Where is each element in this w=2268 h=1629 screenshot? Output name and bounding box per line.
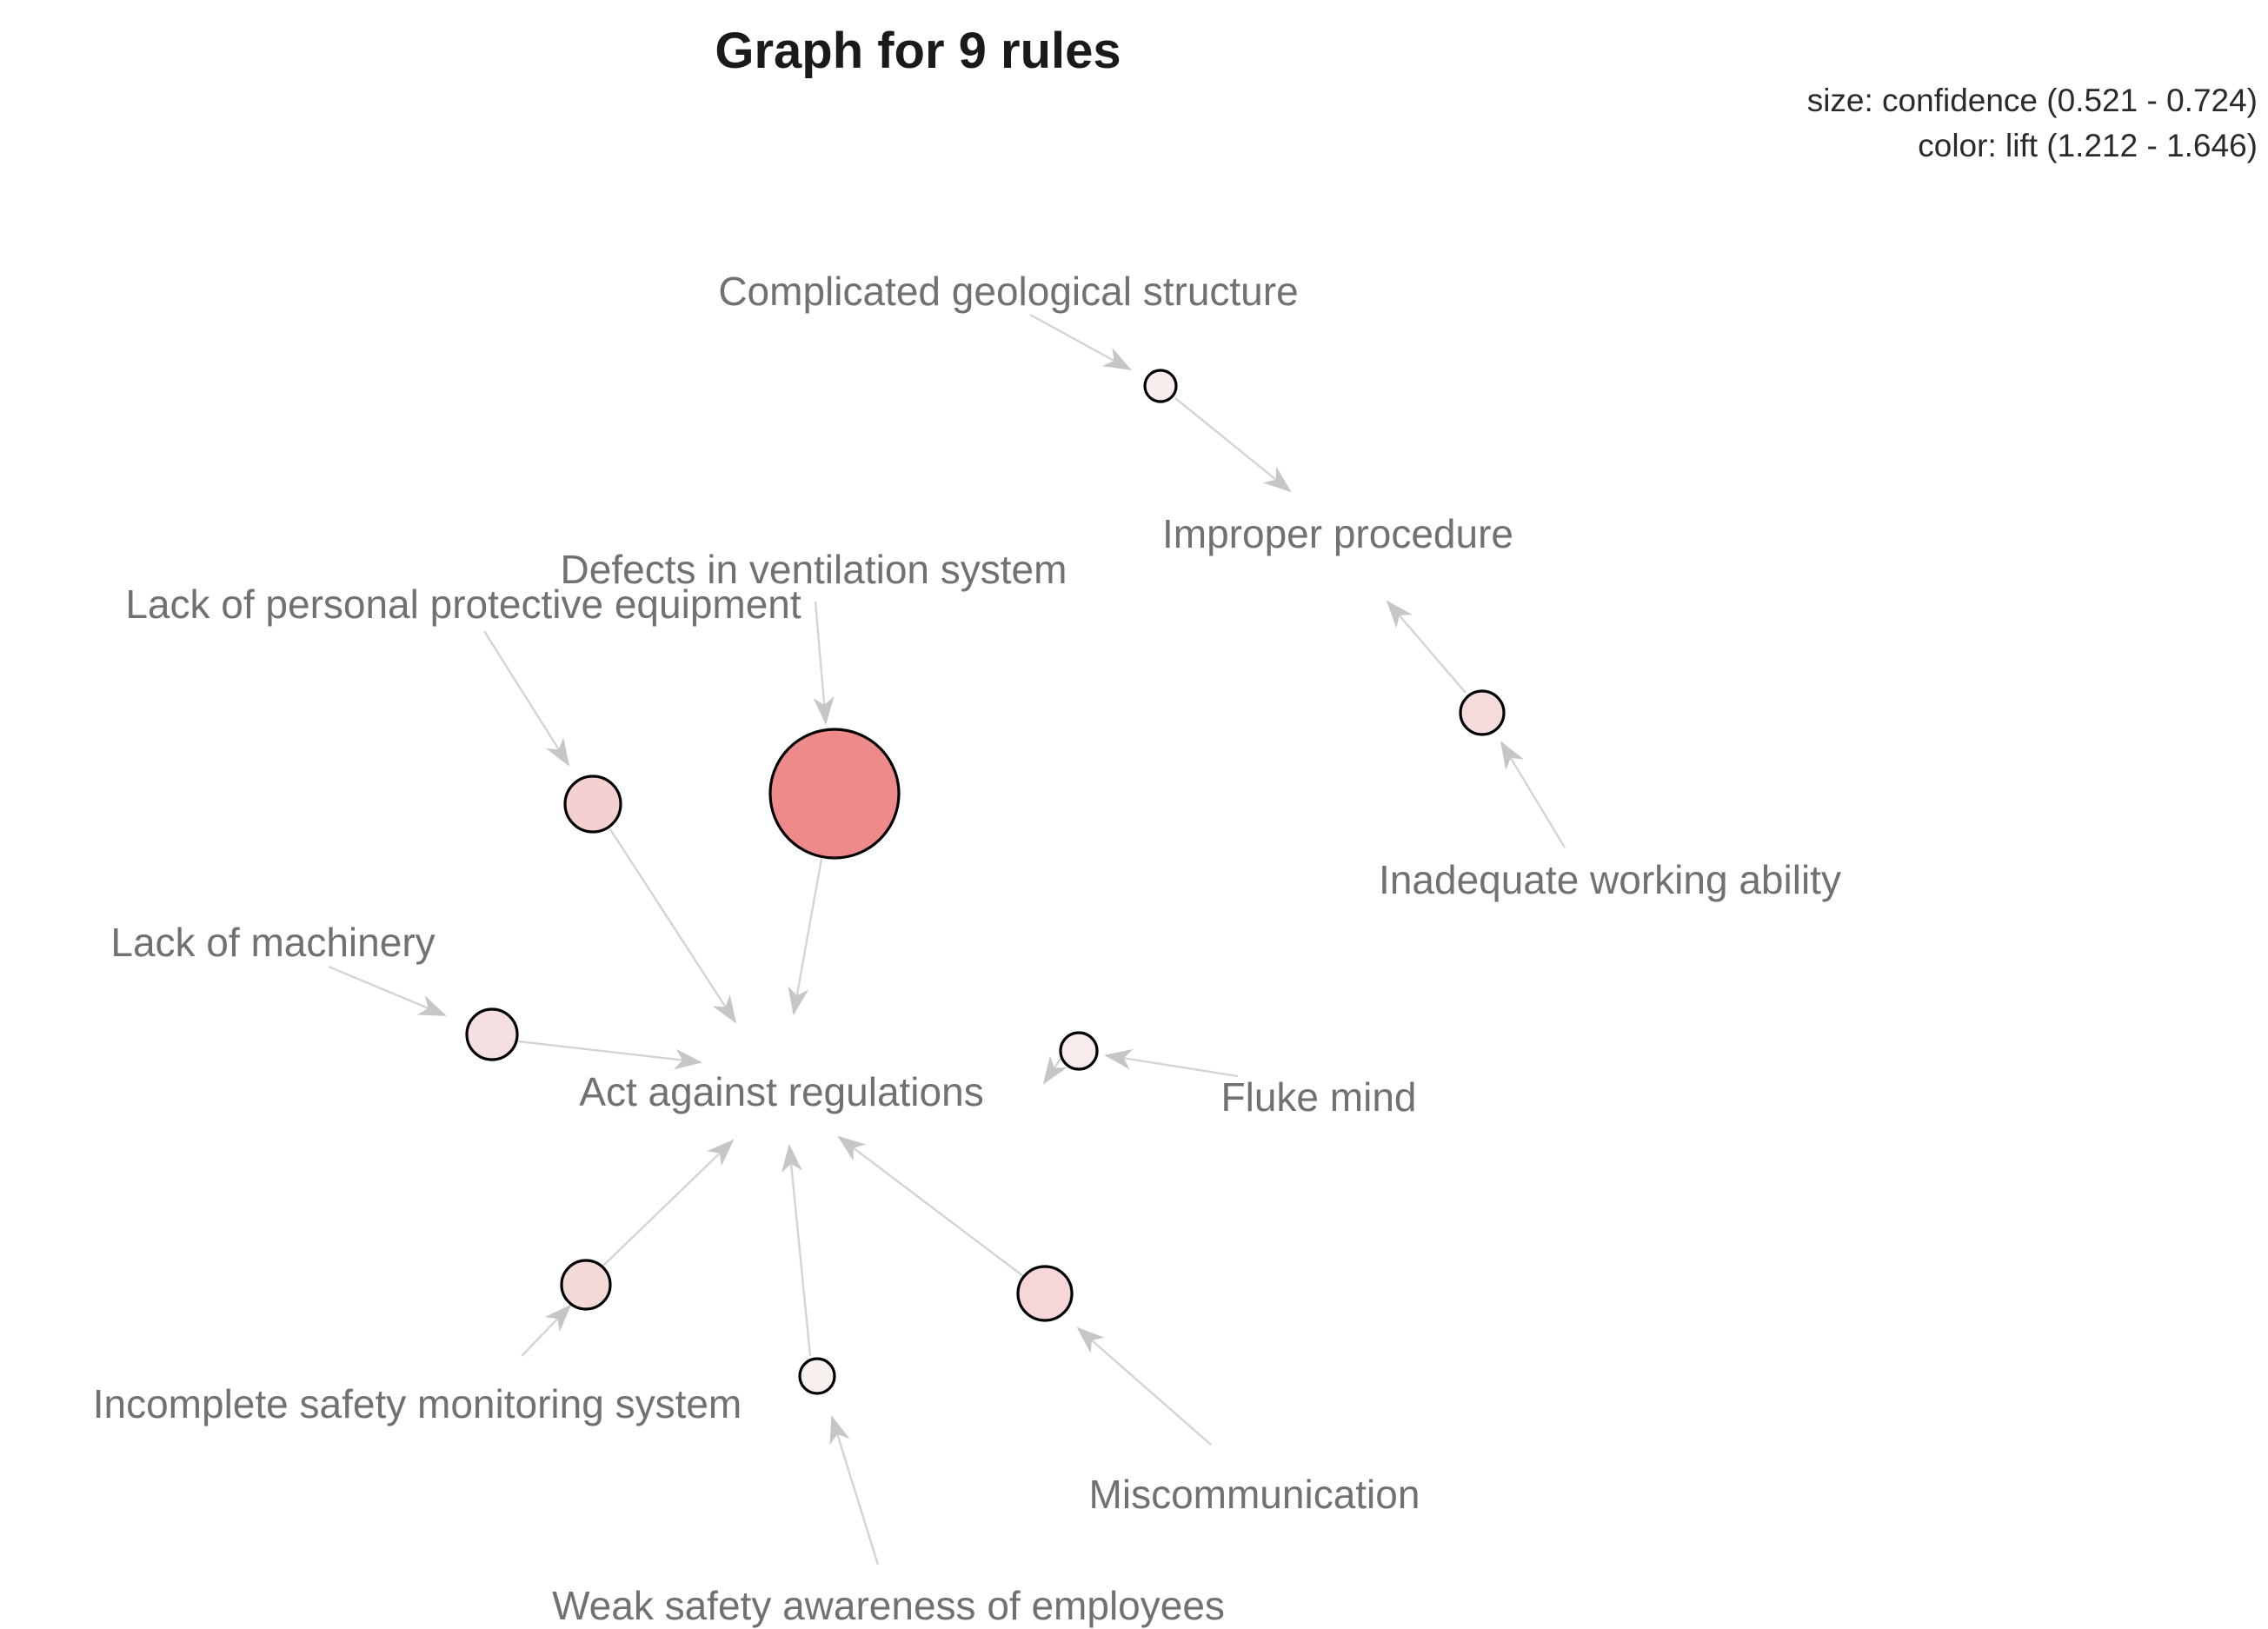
rule-2-edge-in bbox=[1500, 741, 1566, 848]
chart-title: Graph for 9 rules bbox=[715, 23, 1121, 79]
rule-nodes-layer bbox=[465, 369, 1506, 1395]
item-label-incomplete-safety-monitoring-system: Incomplete safety monitoring system bbox=[93, 1381, 742, 1426]
item-label-lack-of-machinery: Lack of machinery bbox=[110, 920, 435, 965]
rule-5-edge-in bbox=[328, 965, 447, 1017]
rule-6-node bbox=[1059, 1031, 1099, 1071]
rule-2-edge-out bbox=[1386, 600, 1467, 694]
rule-8-edge-in bbox=[1076, 1326, 1212, 1446]
rule-1-edge-in bbox=[1029, 313, 1132, 371]
item-label-improper-procedure: Improper procedure bbox=[1162, 511, 1513, 556]
item-label-lack-of-personal-protective-equipment: Lack of personal protective equipment bbox=[125, 582, 801, 627]
edges-layer bbox=[328, 313, 1566, 1566]
item-labels-layer: Complicated geological structureImproper… bbox=[93, 269, 1841, 1628]
rule-6-edge-out bbox=[1042, 1055, 1067, 1085]
rule-7-edge-in bbox=[521, 1304, 572, 1357]
item-label-complicated-geological-structure: Complicated geological structure bbox=[718, 269, 1298, 314]
rule-8-node bbox=[1016, 1265, 1074, 1322]
item-label-weak-safety-awareness-of-employees: Weak safety awareness of employees bbox=[552, 1583, 1225, 1628]
rule-9-edge-out bbox=[781, 1144, 812, 1357]
item-label-inadequate-working-ability: Inadequate working ability bbox=[1379, 857, 1841, 902]
legend-color-line: color: lift (1.212 - 1.646) bbox=[1918, 128, 2258, 163]
rule-9-edge-in bbox=[829, 1415, 880, 1566]
rule-1-node bbox=[1143, 369, 1178, 403]
rule-9-node bbox=[798, 1357, 836, 1395]
rule-4-edge-out bbox=[609, 828, 737, 1024]
rule-7-node bbox=[560, 1259, 612, 1311]
rule-2-node bbox=[1459, 689, 1506, 736]
item-label-fluke-mind: Fluke mind bbox=[1221, 1074, 1417, 1120]
item-label-act-against-regulations: Act against regulations bbox=[579, 1069, 983, 1114]
rule-1-edge-out bbox=[1174, 397, 1292, 493]
rule-7-edge-out bbox=[602, 1139, 735, 1267]
legend-size-line: size: confidence (0.521 - 0.724) bbox=[1807, 83, 2258, 118]
rule-6-edge-in bbox=[1104, 1048, 1239, 1078]
rule-5-node bbox=[465, 1007, 519, 1061]
item-label-defects-in-ventilation-system: Defects in ventilation system bbox=[561, 547, 1067, 592]
rule-5-edge-out bbox=[517, 1040, 702, 1070]
rule-4-edge-in bbox=[482, 630, 570, 767]
rule-3-node bbox=[768, 728, 901, 860]
rule-8-edge-out bbox=[837, 1135, 1024, 1277]
item-label-miscommunication: Miscommunication bbox=[1089, 1472, 1420, 1517]
rule-4-node bbox=[563, 775, 622, 834]
rule-3-edge-in bbox=[813, 601, 835, 725]
rule-3-edge-out bbox=[788, 858, 823, 1015]
